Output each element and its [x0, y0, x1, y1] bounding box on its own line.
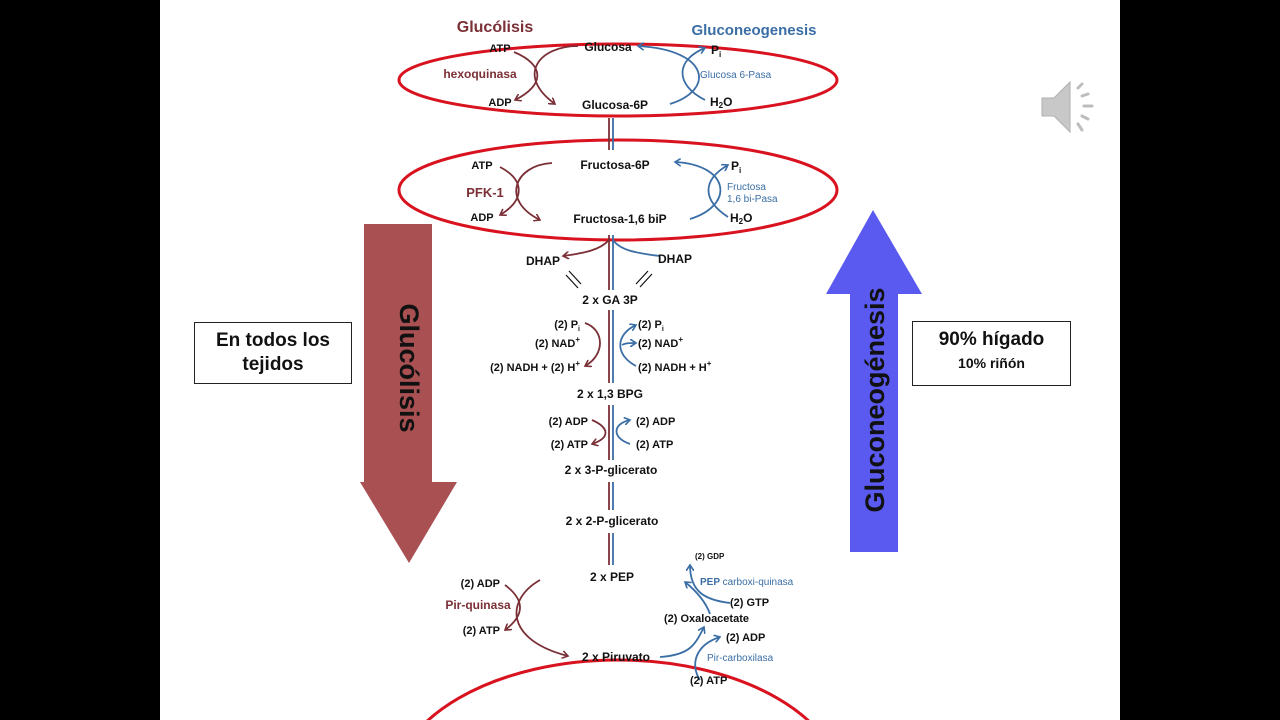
pepck-arc	[690, 565, 731, 604]
pk-adp: (2) ADP	[461, 578, 500, 590]
pc-adp: (2) ADP	[726, 632, 765, 644]
metabolite-dhap-left: DHAP	[526, 254, 560, 268]
enzyme-pir-carboxilasa: Pir-carboxilasa	[707, 653, 774, 664]
regulation-ellipse-2	[397, 138, 839, 242]
step1-h2o: H2O	[710, 95, 732, 110]
metabolite-13-bpg: 2 x 1,3 BPG	[577, 387, 643, 401]
step2-gng-cofactor-arc	[707, 165, 729, 218]
gapdh-right-nadh: (2) NADH + H+	[638, 359, 712, 374]
metabolite-glucosa-6p: Glucosa-6P	[582, 98, 648, 112]
enzyme-fructosa-16-bipasa-l2: 1,6 bi-Pasa	[727, 194, 778, 205]
enzyme-pir-quinasa: Pir-quinasa	[445, 598, 511, 612]
metabolite-3-p-glicerato: 2 x 3-P-glicerato	[565, 463, 658, 477]
equilibrium-right	[635, 270, 653, 288]
gapdh-left-pi: (2) Pi	[554, 319, 580, 333]
step1-cofactor-arc	[513, 51, 539, 100]
tissue-box-line2: tejidos	[242, 354, 304, 375]
tissue-box-gluconeogenesis: 90% hígado 10% riñón	[912, 321, 1071, 386]
glycolysis-arrow-label: Glucólisis	[394, 303, 424, 432]
gluconeogenesis-up-arrow	[826, 210, 922, 552]
speaker-audio-icon[interactable]	[1038, 74, 1104, 140]
metabolite-2-p-glicerato: 2 x 2-P-glicerato	[566, 514, 659, 528]
tissue-box-liver: 90% hígado	[938, 329, 1045, 350]
tissue-box-glycolysis: En todos los tejidos	[194, 322, 352, 384]
pathway-diagram: Glucólisis Gluconeogénesis Glucólisis Gl…	[360, 19, 922, 720]
step1-pi: Pi	[711, 43, 721, 59]
header-glycolysis: Glucólisis	[457, 19, 534, 36]
metabolite-pep: 2 x PEP	[590, 570, 634, 584]
dhap-left-arrow	[563, 239, 610, 256]
step2-cofactor-arc	[500, 166, 520, 215]
header-gluconeogenesis: Gluconeogenesis	[691, 22, 816, 39]
gapdh-right-pi: (2) Pi	[638, 319, 664, 333]
pepck-gtp: (2) GTP	[730, 597, 769, 609]
pgk-right-adp: (2) ADP	[636, 416, 675, 428]
pk-arc	[515, 579, 568, 656]
enzyme-hexoquinasa: hexoquinasa	[443, 67, 517, 81]
metabolite-fructosa-6p: Fructosa-6P	[580, 158, 649, 172]
regulation-ellipse-1	[397, 42, 839, 118]
step1-atp: ATP	[489, 43, 510, 55]
pgk-left-adp: (2) ADP	[549, 416, 588, 428]
step1-gng-cofactor-arc	[681, 48, 706, 101]
pepck-main-arc	[685, 582, 711, 615]
metabolite-fructosa-16-bip: Fructosa-1,6 biP	[573, 212, 666, 226]
metabolite-dhap-right: DHAP	[658, 252, 692, 266]
step2-glycolysis-arc	[515, 162, 553, 220]
metabolite-glucosa: Glucosa	[584, 40, 632, 54]
enzyme-glucosa-6-pasa: Glucosa 6-Pasa	[700, 70, 772, 81]
gapdh-left-nadh: (2) NADH + (2) H+	[490, 359, 580, 374]
metabolite-oxaloacetate: (2) Oxaloacetate	[664, 613, 749, 625]
metabolite-piruvato: 2 x Piruvato	[582, 650, 650, 664]
pc-cofactor-arc	[694, 637, 720, 681]
gapdh-right-nad: (2) NAD+	[638, 335, 683, 350]
dhap-right-arrow	[612, 239, 661, 257]
pgk-left-atp: (2) ATP	[551, 439, 588, 451]
step2-pi: Pi	[731, 159, 741, 175]
pepck-gdp: (2) GDP	[695, 552, 725, 561]
pc-atp: (2) ATP	[690, 675, 727, 687]
gluconeogenesis-arrow-label: Gluconeogénesis	[860, 287, 890, 512]
step1-gng-arc	[638, 46, 700, 105]
step2-gng-arc	[675, 162, 722, 220]
glycolysis-down-arrow	[360, 224, 457, 563]
step1-glycolysis-arc	[533, 45, 579, 104]
slide: Glucólisis Gluconeogénesis Glucólisis Gl…	[160, 0, 1120, 720]
gapdh-left-nad: (2) NAD+	[535, 335, 580, 350]
pc-arc	[659, 627, 704, 658]
step1-adp: ADP	[488, 97, 511, 109]
regulation-ellipse-3	[426, 658, 810, 720]
step2-atp: ATP	[471, 160, 492, 172]
pk-atp: (2) ATP	[463, 625, 500, 637]
pgk-right-atp: (2) ATP	[636, 439, 673, 451]
enzyme-fructosa-16-bipasa-l1: Fructosa	[727, 182, 766, 193]
step2-adp: ADP	[470, 212, 493, 224]
equilibrium-left	[565, 270, 582, 289]
enzyme-pfk-1: PFK-1	[466, 185, 504, 200]
pk-cofactor-arc	[505, 584, 521, 630]
enzyme-pepck: PEP carboxi-quinasa	[700, 577, 794, 588]
step2-h2o: H2O	[730, 211, 752, 226]
tissue-box-kidney: 10% riñón	[958, 355, 1025, 371]
metabolite-ga3p: 2 x GA 3P	[582, 293, 638, 307]
tissue-box-line1: En todos los	[216, 330, 330, 351]
